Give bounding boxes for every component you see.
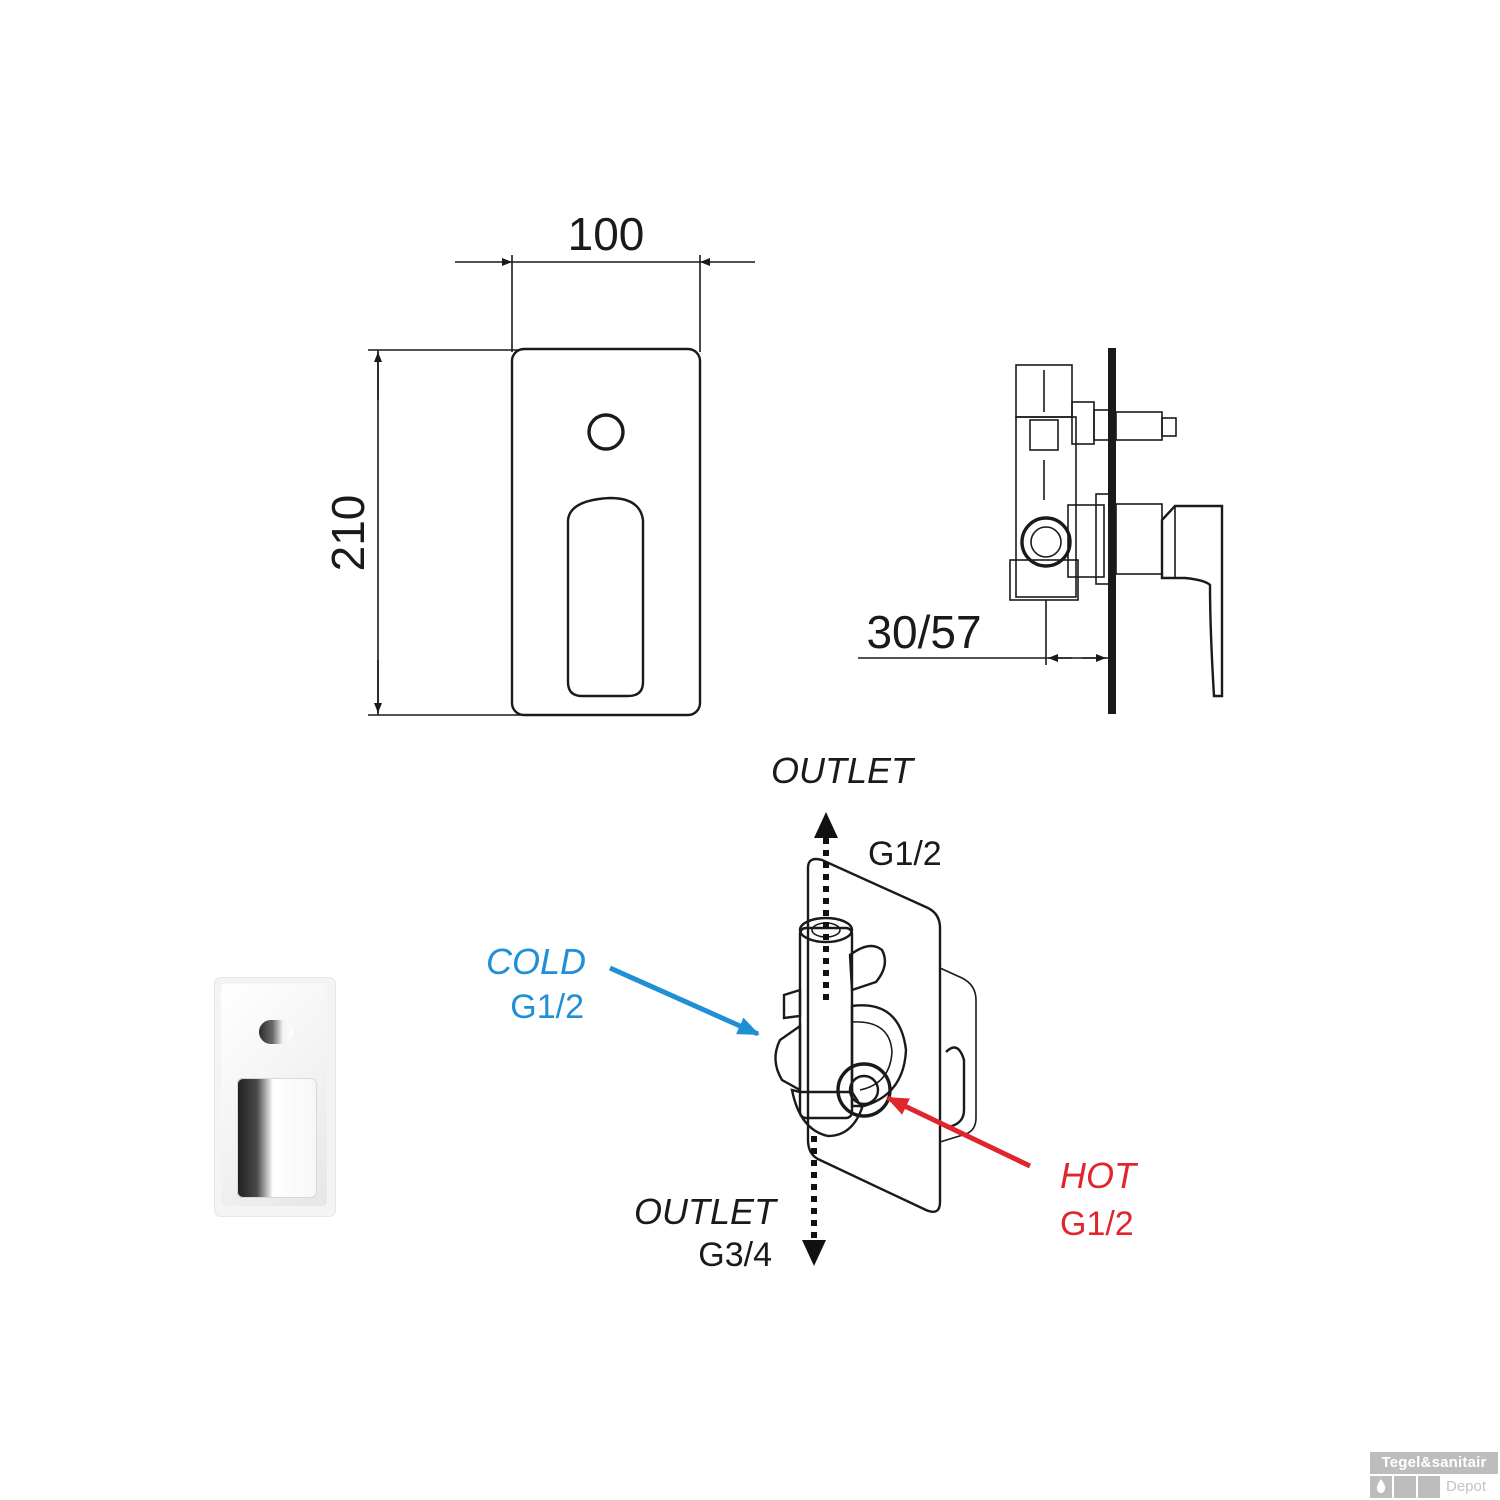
lever-handle-outline bbox=[566, 496, 645, 698]
depth-dimension: 30/57 bbox=[858, 600, 1108, 665]
hot-size: G1/2 bbox=[1060, 1205, 1134, 1243]
cold-size: G1/2 bbox=[510, 988, 584, 1026]
diverter-knob-outline bbox=[587, 413, 625, 451]
depth-label: 30/57 bbox=[866, 606, 981, 658]
outlet-bottom-title: OUTLET bbox=[634, 1191, 779, 1232]
width-dimension: 100 bbox=[455, 208, 755, 352]
photo-diverter-knob bbox=[259, 1020, 293, 1044]
height-dimension: 210 bbox=[322, 349, 520, 716]
hot-inlet-arrow bbox=[886, 1095, 1032, 1169]
photo-lever-handle bbox=[237, 1078, 317, 1198]
cold-title: COLD bbox=[486, 941, 586, 982]
brand-logo: Tegel&sanitair Depot bbox=[1370, 1452, 1498, 1498]
water-drop-icon bbox=[1376, 1479, 1386, 1493]
width-label: 100 bbox=[568, 208, 645, 260]
connection-view: OUTLET G1/2 COLD G1/2 HOT G1/2 OUTLET G3… bbox=[486, 750, 1139, 1274]
lever-side-profile bbox=[1160, 504, 1224, 698]
valve-body-side bbox=[1009, 364, 1177, 601]
side-view: 30/57 bbox=[858, 348, 1224, 714]
front-view: 100 210 bbox=[322, 208, 755, 717]
outlet-top-arrowhead bbox=[814, 812, 838, 838]
logo-cell bbox=[1370, 1476, 1392, 1498]
logo-cell bbox=[1418, 1476, 1440, 1498]
outlet-bottom-size: G3/4 bbox=[698, 1236, 772, 1274]
logo-sub-line: Depot bbox=[1446, 1478, 1487, 1495]
outlet-bottom-arrowhead bbox=[802, 1240, 826, 1266]
iso-cover-plate bbox=[806, 857, 942, 1213]
product-photo bbox=[215, 978, 335, 1216]
logo-brand-line: Tegel&sanitair bbox=[1370, 1452, 1498, 1474]
outlet-top-size: G1/2 bbox=[868, 835, 942, 873]
hot-title: HOT bbox=[1060, 1155, 1139, 1196]
iso-valve-body bbox=[774, 916, 908, 1138]
outlet-top-title: OUTLET bbox=[771, 750, 916, 791]
height-label: 210 bbox=[322, 495, 374, 572]
cold-inlet-arrow bbox=[608, 965, 760, 1037]
logo-cell bbox=[1394, 1476, 1416, 1498]
cover-plate-outline bbox=[510, 347, 702, 717]
wall-plate-profile bbox=[1108, 348, 1116, 714]
